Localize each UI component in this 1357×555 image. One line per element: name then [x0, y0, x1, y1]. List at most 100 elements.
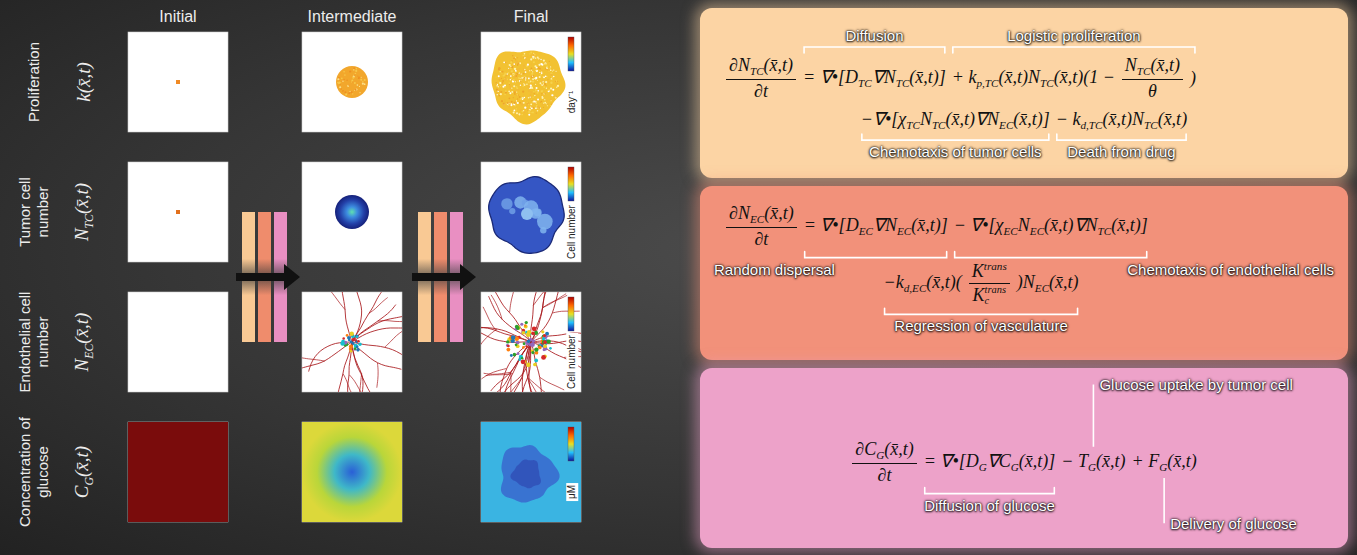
speckle	[337, 78, 339, 80]
speckle	[513, 73, 515, 75]
speckle	[350, 341, 353, 344]
speckle	[517, 63, 519, 65]
equation-term: )	[1190, 67, 1196, 90]
speckle	[498, 67, 500, 69]
step-arrow	[236, 264, 300, 290]
speckle	[517, 80, 519, 82]
speckle	[508, 106, 510, 108]
speckle	[360, 79, 362, 81]
term-annotation: Diffusion of glucose	[924, 497, 1055, 514]
speckle	[547, 340, 551, 344]
field-panel	[481, 32, 581, 132]
speckle	[547, 68, 548, 69]
speckle	[515, 343, 518, 346]
speckle	[513, 353, 517, 357]
speckle	[510, 86, 511, 87]
field-panel	[481, 422, 581, 522]
speckle	[501, 100, 503, 102]
speckle	[547, 103, 548, 104]
speckle	[358, 343, 361, 346]
speckle	[530, 97, 531, 98]
speckle	[355, 73, 357, 75]
speckle	[521, 359, 526, 364]
speckle	[532, 76, 533, 77]
subscript: EC	[1004, 225, 1018, 237]
superscript: trans	[984, 260, 1007, 272]
speckle	[511, 335, 516, 340]
speckle	[543, 340, 547, 344]
speckle	[510, 75, 512, 77]
speckle	[552, 89, 554, 91]
speckle	[536, 112, 537, 113]
panel-image	[481, 422, 581, 522]
speckle	[543, 107, 544, 108]
color-bar	[568, 167, 574, 201]
vessel	[352, 342, 401, 369]
speckle	[530, 83, 531, 84]
speckle	[546, 88, 547, 89]
speckle	[518, 358, 521, 361]
equation-box: ∂CG(x̄,t)∂t= ∇•[DG∇CG(x̄,t)]− TG(x̄,t)+ …	[700, 368, 1348, 548]
panel-ground	[128, 292, 228, 392]
speckle	[525, 71, 527, 73]
speckle	[500, 91, 502, 93]
speckle	[550, 99, 552, 101]
equation-term: ∂CG(x̄,t)	[852, 438, 916, 464]
subscript: G	[1088, 461, 1096, 473]
term-bracket	[925, 488, 1055, 494]
term-annotation: Diffusion	[845, 27, 903, 44]
speckle	[522, 97, 524, 99]
speckle	[514, 68, 516, 70]
speckle	[534, 347, 538, 351]
speckle	[499, 82, 501, 84]
subscript: G	[876, 449, 884, 461]
script: c	[985, 296, 1006, 307]
speckle	[342, 81, 343, 82]
equation-term: = ∇•[DTC∇NTC(x̄,t)]	[803, 66, 946, 91]
speckle	[523, 73, 525, 75]
speckle	[545, 81, 547, 83]
equation-term: Ktrans	[969, 260, 1010, 284]
equation-term: ∂t	[751, 80, 771, 103]
panel-image	[489, 167, 574, 253]
column-header: Initial	[159, 8, 196, 26]
speckle	[505, 62, 506, 63]
speckle	[537, 110, 539, 112]
speckle	[515, 57, 516, 58]
speckle	[352, 77, 354, 79]
speckle	[349, 70, 351, 72]
speckle	[533, 88, 534, 89]
speckle	[532, 97, 533, 98]
speckle	[547, 105, 548, 106]
speckle	[537, 105, 539, 107]
speckle	[515, 81, 516, 82]
speckle	[343, 71, 345, 73]
speckle	[516, 100, 517, 101]
subscript: G	[83, 477, 96, 486]
speckle	[541, 71, 542, 72]
speckle	[532, 56, 534, 58]
speckle	[351, 79, 353, 81]
speckle	[523, 65, 525, 67]
vessel	[491, 295, 502, 320]
vessel	[352, 342, 363, 392]
equation-term: = ∇•[DEC∇NEC(x̄,t)]	[804, 214, 948, 239]
speckle	[510, 61, 512, 63]
speckle	[352, 93, 353, 94]
speckle	[523, 85, 524, 86]
speckle	[535, 84, 536, 85]
speckle	[527, 56, 528, 57]
term-annotation: Random dispersal	[714, 261, 835, 278]
panel-image	[302, 422, 402, 522]
term-bracket	[862, 134, 1049, 140]
color-bar	[568, 37, 574, 71]
vessel	[543, 295, 567, 307]
speckle	[534, 54, 536, 56]
subscript: EC	[1035, 282, 1049, 294]
speckle	[520, 98, 522, 100]
speckle	[524, 324, 527, 327]
speckle	[344, 91, 346, 93]
speckle	[532, 111, 534, 113]
speckle	[340, 88, 342, 90]
equation-box: ∂NEC(x̄,t)∂t= ∇•[DEC∇NEC(x̄,t)]− ∇•[χECN…	[700, 186, 1348, 360]
